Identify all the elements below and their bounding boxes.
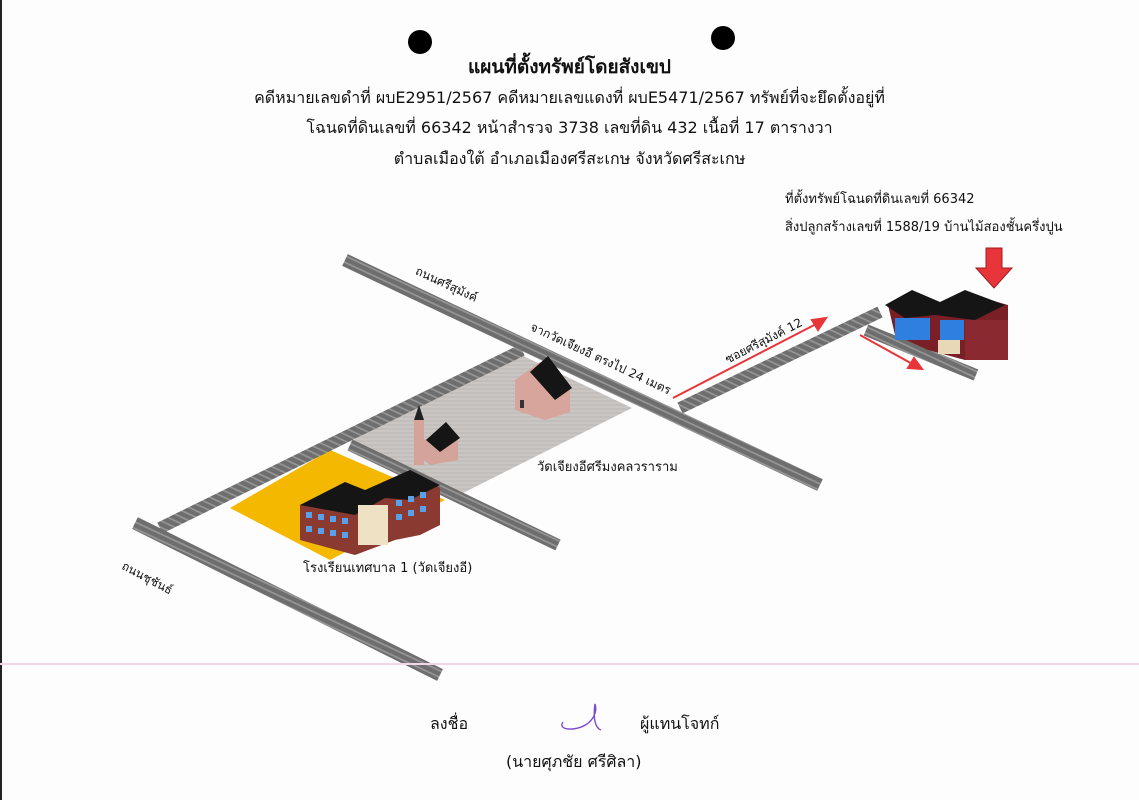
landmark-school-label: โรงเรียนเทศบาล 1 (วัดเจียงอี): [303, 561, 473, 576]
road-srisumang: [342, 254, 823, 491]
property-building-label: สิ่งปลูกสร้างเลขที่ 1588/19 บ้านไม้สองชั…: [785, 220, 1063, 235]
road-soi12: [677, 306, 883, 414]
fold-line: [0, 663, 1139, 665]
road-temple-front: [157, 344, 525, 534]
landmark-temple-label: วัดเจียงอีศรีมงคลวราราม: [537, 460, 678, 475]
school-building-icon: [300, 470, 440, 555]
road-soi12-branch: [863, 324, 979, 381]
temple-building-large-icon: [515, 356, 572, 420]
case-numbers: คดีหมายเลขดำที่ ผบE2951/2567 คดีหมายเลขแ…: [254, 88, 885, 107]
location-info: ตำบลเมืองใต้ อำเภอเมืองศรีสะเกษ จังหวัดศ…: [393, 149, 746, 168]
road-chuchan: [132, 517, 443, 681]
signer-name: (นายศุภชัย ศรีศิลา): [506, 752, 642, 771]
property-deed-label: ที่ตั้งทรัพย์โฉนดที่ดินเลขที่ 66342: [785, 192, 975, 207]
route-arrows: [672, 316, 925, 399]
temple-building-small-icon: [414, 405, 460, 465]
page-title: แผนที่ตั้งทรัพย์โดยสังเขป: [468, 56, 671, 78]
scan-edge: [0, 0, 2, 800]
deed-info: โฉนดที่ดินเลขที่ 66342 หน้าสำรวจ 3738 เล…: [306, 118, 833, 137]
property-house-icon: [885, 290, 1008, 360]
punch-hole-right: [711, 26, 735, 50]
sign-label: ลงชื่อ: [430, 714, 469, 733]
signature-scribble-icon: [561, 703, 602, 731]
signer-role: ผู้แทนโจทก์: [640, 714, 720, 733]
punch-hole-left: [408, 30, 432, 54]
property-marker-arrow-icon: [974, 247, 1014, 289]
road-cross: [347, 439, 561, 551]
